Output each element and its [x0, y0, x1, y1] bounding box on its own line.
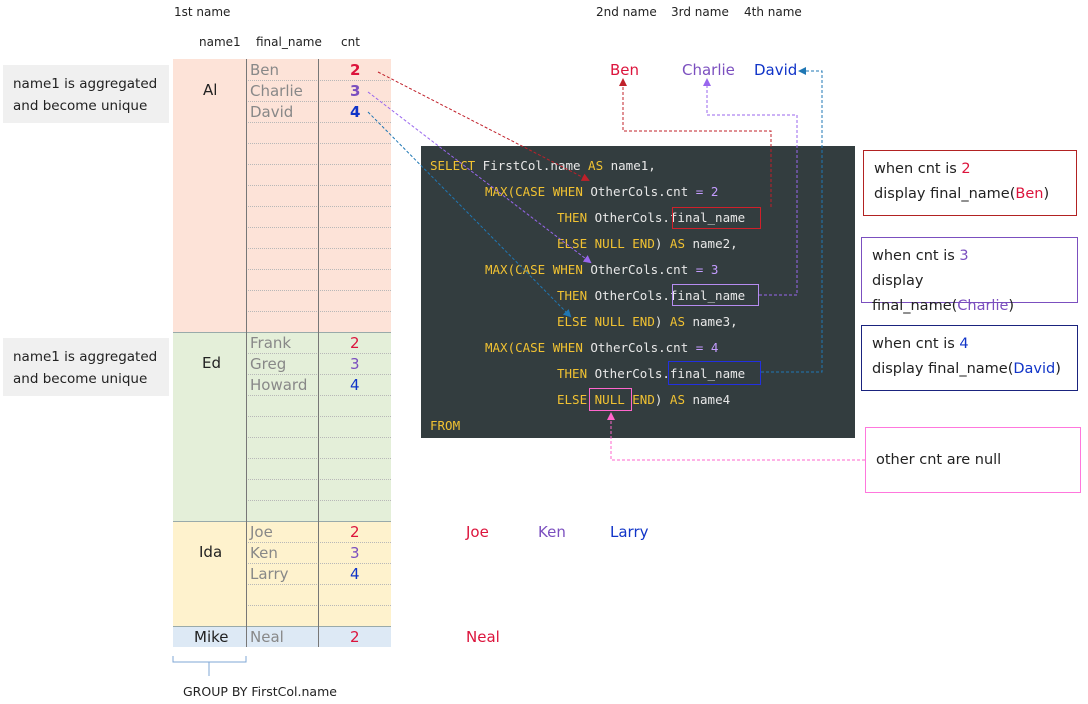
cell-final-name: Howard: [250, 376, 308, 394]
table-grid: [173, 59, 391, 647]
cell-cnt: 3: [350, 544, 360, 562]
cell-cnt: 3: [350, 82, 361, 100]
col-header-cnt: cnt: [341, 35, 360, 49]
group-band-al: [173, 59, 391, 332]
group-band-ida: [173, 521, 391, 626]
result-name2-mike: Neal: [466, 628, 500, 646]
callout-line: display final_name(Charlie): [872, 273, 1015, 314]
cell-cnt: 2: [350, 523, 360, 541]
cell-final-name: Ken: [250, 544, 278, 562]
callout-cnt-4: when cnt is 4 display final_name(David): [861, 325, 1078, 391]
group-by-label: GROUP BY FirstCol.name: [183, 684, 337, 699]
cell-cnt: 3: [350, 355, 360, 373]
cell-final-name: Ben: [250, 61, 280, 79]
cell-cnt: 4: [350, 103, 361, 121]
group-name-mike: Mike: [194, 628, 229, 646]
col-header-final-name: final_name: [256, 35, 322, 49]
cell-final-name: Larry: [250, 565, 289, 583]
sql-line-else-3: ELSE NULL END) AS name3,: [557, 314, 738, 329]
sql-line-max-3: MAX(CASE WHEN OtherCols.cnt = 3: [485, 262, 719, 277]
source-table: Al Ed Ida Mike Ben Charlie David 2 3 4 F…: [173, 59, 391, 647]
result-name4-ida: Larry: [610, 523, 649, 541]
cell-cnt: 2: [350, 61, 361, 79]
arrow-cnt4-to-sql: [367, 111, 572, 318]
cell-cnt: 2: [350, 628, 360, 646]
header-4th-name: 4th name: [744, 5, 802, 19]
sql-line-select: SELECT FirstCol.name AS name1,: [430, 158, 656, 173]
highlight-final-name-3: [672, 284, 759, 306]
highlight-null: [589, 388, 632, 411]
sql-code-block: SELECT FirstCol.name AS name1, MAX(CASE …: [421, 146, 855, 438]
sql-line-then-4: THEN OtherCols.final_name: [557, 366, 746, 381]
group-by-brace: [172, 656, 247, 676]
callout-cnt-3: when cnt is 3 display final_name(Charlie…: [861, 237, 1078, 314]
cell-final-name: Frank: [250, 334, 292, 352]
sql-line-max-4: MAX(CASE WHEN OtherCols.cnt = 4: [485, 340, 719, 355]
sql-line-else-2: ELSE NULL END) AS name2,: [557, 236, 738, 251]
sql-line-then-2: THEN OtherCols.final_name: [557, 210, 746, 225]
result-name2-al: Ben: [610, 61, 640, 79]
result-name4-al: David: [754, 61, 798, 79]
header-3rd-name: 3rd name: [671, 5, 729, 19]
header-1st-name: 1st name: [174, 5, 231, 19]
group-name-ida: Ida: [199, 543, 223, 561]
cell-final-name: Charlie: [250, 82, 303, 100]
callout-line: when cnt is 3: [872, 248, 969, 264]
arrow-cnt3-to-sql: [367, 91, 592, 264]
callout-line: display final_name(David): [872, 361, 1061, 377]
group-name-al: Al: [203, 81, 218, 99]
callout-line: when cnt is 4: [872, 336, 969, 352]
note-aggregated-al: name1 is aggregated and become unique: [3, 65, 169, 123]
result-name2-ida: Joe: [466, 523, 489, 541]
arrow-cnt2-to-sql: [377, 71, 590, 181]
header-2nd-name: 2nd name: [596, 5, 657, 19]
cell-cnt: 4: [350, 565, 360, 583]
sql-line-else-4: ELSE NULL END) AS name4: [557, 392, 731, 407]
callout-line: when cnt is 2: [874, 161, 971, 177]
cell-final-name: Joe: [250, 523, 273, 541]
note-aggregated-ed: name1 is aggregated and become unique: [3, 338, 169, 396]
arrow-final-name-to-charlie: [703, 78, 798, 296]
result-name3-al: Charlie: [682, 61, 735, 79]
arrow-final-name-to-ben: [619, 78, 772, 207]
sql-line-max-2: MAX(CASE WHEN OtherCols.cnt = 2: [485, 184, 719, 199]
col-header-name1: name1: [199, 35, 241, 49]
group-band-ed: [173, 332, 391, 521]
sql-line-from: FROM: [430, 418, 461, 433]
highlight-final-name-2: [672, 207, 761, 229]
sql-line-then-3: THEN OtherCols.final_name: [557, 288, 746, 303]
arrow-final-name-to-david: [761, 67, 823, 373]
highlight-final-name-4: [668, 361, 761, 385]
cell-final-name: Greg: [250, 355, 287, 373]
cell-cnt: 4: [350, 376, 360, 394]
arrow-null-note: [607, 412, 865, 461]
result-name3-ida: Ken: [538, 523, 566, 541]
cell-cnt: 2: [350, 334, 360, 352]
group-name-ed: Ed: [202, 354, 221, 372]
cell-final-name: David: [250, 103, 294, 121]
group-band-mike: [173, 626, 391, 647]
callout-line: display final_name(Ben): [874, 186, 1050, 202]
callout-null: other cnt are null: [865, 427, 1081, 493]
callout-cnt-2: when cnt is 2 display final_name(Ben): [863, 150, 1077, 216]
cell-final-name: Neal: [250, 628, 284, 646]
